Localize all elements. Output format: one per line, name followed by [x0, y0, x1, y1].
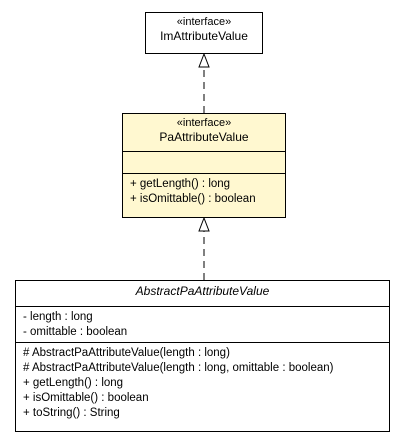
operations-compartment: + getLength() : long + isOmittable() : b…: [123, 173, 285, 209]
operation-constructor-length: # AbstractPaAttributeValue(length : long…: [23, 347, 230, 359]
class-box-abstract-pa-attribute-value[interactable]: AbstractPaAttributeValue - length : long…: [15, 280, 390, 432]
stereotype-label: «interface»: [176, 16, 232, 28]
realization-pa-to-im: [198, 52, 210, 113]
attributes-compartment: - length : long - omittable : boolean: [16, 306, 389, 342]
operation-get-length: + getLength() : long: [130, 178, 231, 190]
operation-get-length: + getLength() : long: [23, 377, 124, 389]
class-name: ImAttributeValue: [160, 29, 248, 43]
attribute-omittable: - omittable : boolean: [23, 326, 128, 338]
operations-compartment: # AbstractPaAttributeValue(length : long…: [16, 342, 389, 423]
operation-constructor-length-omittable: # AbstractPaAttributeValue(length : long…: [23, 362, 334, 374]
class-header: AbstractPaAttributeValue: [16, 281, 389, 306]
class-name: PaAttributeValue: [159, 130, 249, 144]
class-box-pa-attribute-value[interactable]: «interface» PaAttributeValue + getLength…: [122, 113, 286, 218]
operation-is-omittable: + isOmittable() : boolean: [130, 193, 256, 205]
attribute-length: - length : long: [23, 311, 93, 323]
attributes-compartment: [123, 151, 285, 173]
realization-abstract-to-pa: [198, 216, 210, 280]
realization-arrowhead: [198, 216, 210, 232]
operation-to-string: + toString() : String: [23, 407, 120, 419]
class-name: AbstractPaAttributeValue: [135, 284, 270, 298]
class-header: «interface» ImAttributeValue: [146, 13, 262, 44]
operation-is-omittable: + isOmittable() : boolean: [23, 392, 149, 404]
stereotype-label: «interface»: [176, 117, 232, 129]
class-box-im-attribute-value[interactable]: «interface» ImAttributeValue: [145, 12, 263, 54]
class-header: «interface» PaAttributeValue: [123, 114, 285, 151]
realization-arrowhead: [198, 52, 210, 68]
